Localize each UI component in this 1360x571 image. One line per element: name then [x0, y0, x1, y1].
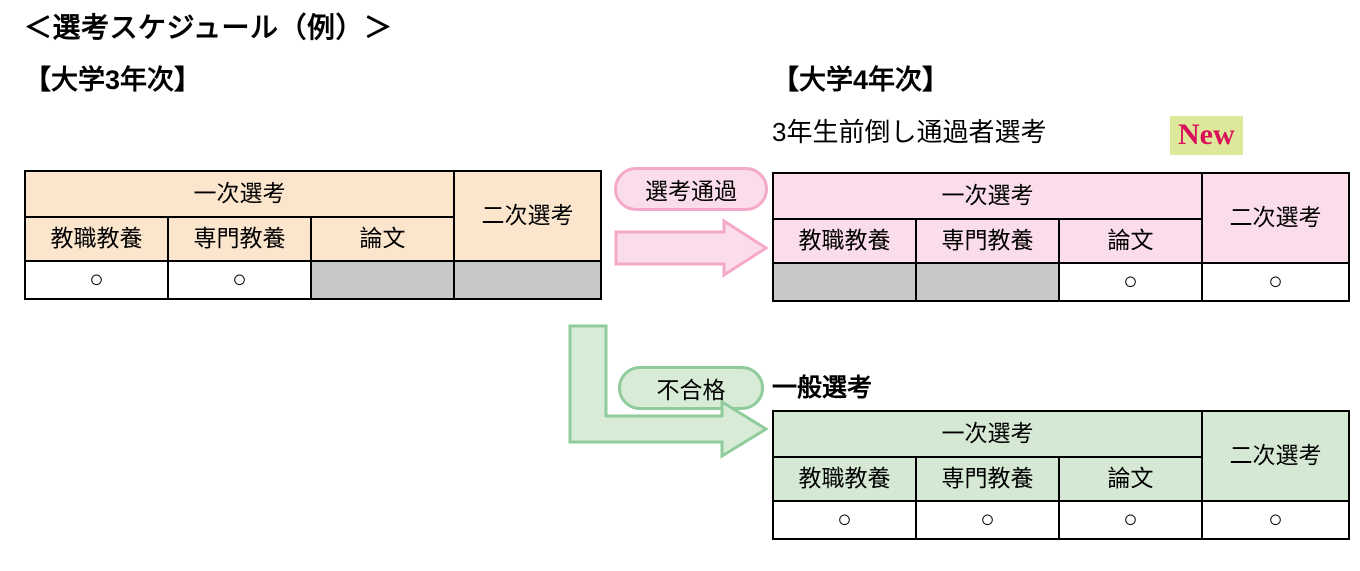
cell-teaching-knowledge	[772, 262, 917, 302]
table-row: ○ ○	[772, 262, 1350, 302]
header-specialized-knowledge: 専門教養	[915, 218, 1060, 264]
table-row-group-header: 一次選考 二次選考	[772, 172, 1350, 264]
section-title-year4: 【大学4年次】	[772, 65, 950, 95]
table-row-sub-header: 教職教養 専門教養 論文	[772, 218, 1349, 264]
connector-label-fail: 不合格	[618, 366, 764, 410]
cell-essay: ○	[1058, 500, 1203, 540]
header-specialized-knowledge: 専門教養	[167, 216, 312, 262]
cell-teaching-knowledge: ○	[24, 260, 169, 300]
cell-essay	[310, 260, 455, 300]
table-row: ○ ○	[24, 260, 602, 300]
cell-essay: ○	[1058, 262, 1203, 302]
header-teaching-knowledge: 教職教養	[24, 216, 169, 262]
table-row: ○ ○ ○ ○	[772, 500, 1350, 540]
table-row-sub-header: 教職教養 専門教養 論文	[772, 456, 1349, 502]
subtitle-fast-track: 3年生前倒し通過者選考	[772, 117, 1047, 147]
table-row-group-header: 一次選考 二次選考	[24, 170, 602, 262]
arrow-pass-icon	[612, 218, 770, 278]
header-secondary-selection: 二次選考	[453, 170, 602, 262]
cell-secondary-selection: ○	[1201, 500, 1350, 540]
header-specialized-knowledge: 専門教養	[915, 456, 1060, 502]
header-primary-selection: 一次選考	[24, 170, 455, 218]
arrow-fail-icon	[550, 320, 776, 460]
table-general-selection: 一次選考 二次選考 教職教養 専門教養 論文 ○ ○ ○ ○	[772, 410, 1350, 540]
header-essay: 論文	[1058, 218, 1203, 264]
cell-specialized-knowledge: ○	[915, 500, 1060, 540]
header-teaching-knowledge: 教職教養	[772, 218, 917, 264]
cell-specialized-knowledge: ○	[167, 260, 312, 300]
table-row-sub-header: 教職教養 専門教養 論文	[24, 216, 601, 262]
new-badge: New	[1170, 116, 1243, 155]
header-teaching-knowledge: 教職教養	[772, 456, 917, 502]
header-primary-selection: 一次選考	[772, 172, 1203, 220]
cell-secondary-selection	[453, 260, 602, 300]
table-fast-track: 一次選考 二次選考 教職教養 専門教養 論文 ○ ○	[772, 172, 1350, 302]
cell-teaching-knowledge: ○	[772, 500, 917, 540]
connector-label-pass: 選考通過	[614, 167, 768, 211]
table-year3: 一次選考 二次選考 教職教養 専門教養 論文 ○ ○	[24, 170, 602, 300]
table-row-group-header: 一次選考 二次選考	[772, 410, 1350, 502]
header-essay: 論文	[1058, 456, 1203, 502]
cell-specialized-knowledge	[915, 262, 1060, 302]
header-secondary-selection: 二次選考	[1201, 410, 1350, 502]
section-title-year3: 【大学3年次】	[24, 65, 202, 95]
cell-secondary-selection: ○	[1201, 262, 1350, 302]
header-essay: 論文	[310, 216, 455, 262]
header-secondary-selection: 二次選考	[1201, 172, 1350, 264]
page-title: ＜選考スケジュール（例）＞	[24, 12, 393, 43]
header-primary-selection: 一次選考	[772, 410, 1203, 458]
subtitle-general-selection: 一般選考	[772, 374, 873, 402]
